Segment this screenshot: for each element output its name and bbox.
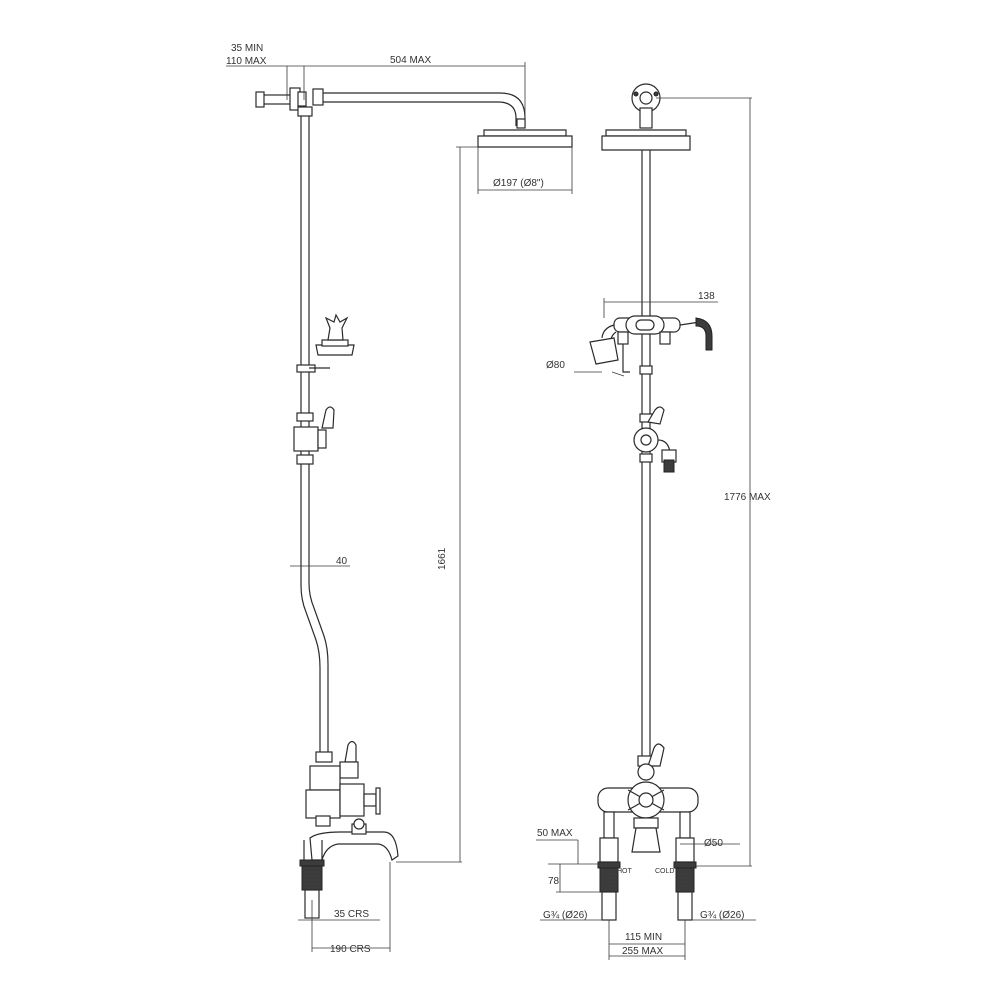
dim-label-35-min: 35 MIN xyxy=(231,43,263,54)
dim-label-35-crs: 35 CRS xyxy=(334,909,369,920)
dim-head-dia: Ø197 (Ø8") xyxy=(477,147,573,194)
dim-label-1776: 1776 MAX xyxy=(724,492,771,503)
shower-head-front xyxy=(601,129,691,151)
dim-label-80: Ø80 xyxy=(546,360,565,371)
hot-label: HOT xyxy=(617,868,633,875)
dim-label-78: 78 xyxy=(548,876,560,887)
dim-504: 504 MAX xyxy=(304,55,526,126)
dim-dia-50: Ø50 xyxy=(680,838,740,849)
dim-label-110-max: 110 MAX xyxy=(226,56,267,67)
shower-arm xyxy=(297,88,526,129)
handset-holder-side xyxy=(296,313,355,373)
dim-label-head-dia: Ø197 (Ø8") xyxy=(493,178,544,189)
wall-bracket xyxy=(255,87,307,111)
dim-190-crs: 190 CRS xyxy=(312,862,391,955)
dim-138: 138 xyxy=(603,291,718,318)
dim-label-40: 40 xyxy=(336,556,348,567)
dim-label-255-max: 255 MAX xyxy=(622,946,663,957)
dim-thread-right: G¾ (Ø26) xyxy=(692,910,756,921)
dim-1661: 1661 xyxy=(396,146,478,863)
dim-label-50-max: 50 MAX xyxy=(537,828,573,839)
cold-label: COLD xyxy=(655,868,674,875)
dim-35-crs: 35 CRS xyxy=(298,900,380,952)
dim-label-138: 138 xyxy=(698,291,715,302)
bath-shower-mixer-side xyxy=(299,740,399,919)
dim-label-1661: 1661 xyxy=(437,547,448,570)
shower-head-side xyxy=(477,129,573,148)
dim-label-190-crs: 190 CRS xyxy=(330,944,371,955)
dim-78: 78 xyxy=(548,864,600,893)
dim-40: 40 xyxy=(290,556,350,567)
front-view: HOT COLD 138 Ø80 1776 MAX 50 MAX xyxy=(536,83,771,960)
dim-label-thread-right: G¾ (Ø26) xyxy=(700,910,744,921)
handset-cradle-front xyxy=(589,315,713,375)
dim-label-504-max: 504 MAX xyxy=(390,55,431,66)
riser-pipe xyxy=(300,116,329,756)
dim-label-115-min: 115 MIN xyxy=(625,932,662,943)
dim-50-max: 50 MAX xyxy=(536,828,600,865)
mixer-front: HOT COLD xyxy=(597,743,699,921)
dim-1776: 1776 MAX xyxy=(656,97,771,867)
wall-flange-front xyxy=(631,83,661,129)
dim-115-255: 115 MIN 255 MAX xyxy=(608,920,686,960)
side-view: 35 MIN 110 MAX 504 MAX Ø197 (Ø8") 40 166… xyxy=(226,43,573,955)
dim-label-thread-left: G¾ (Ø26) xyxy=(543,910,587,921)
diverter-valve-side xyxy=(293,406,335,465)
dim-handset-dia: Ø80 xyxy=(546,360,625,377)
diverter-front xyxy=(633,406,677,473)
dim-thread-left: G¾ (Ø26) xyxy=(540,910,602,921)
dim-35-110: 35 MIN 110 MAX xyxy=(226,43,305,100)
dim-label-dia-50: Ø50 xyxy=(704,838,723,849)
